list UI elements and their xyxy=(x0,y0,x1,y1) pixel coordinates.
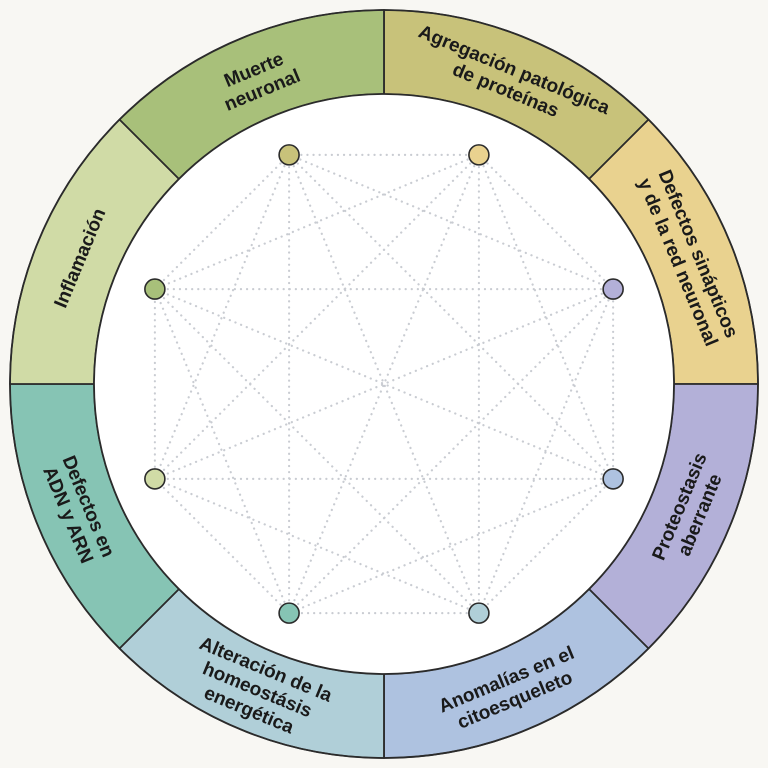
connection-line xyxy=(153,477,481,615)
connection-line xyxy=(287,477,615,615)
connection-line xyxy=(477,153,615,291)
node-citoesqueleto xyxy=(602,468,624,490)
connection-line xyxy=(287,153,615,291)
connection-line xyxy=(153,477,291,615)
connection-line xyxy=(477,287,615,615)
ring-segments xyxy=(9,9,759,759)
connection-line xyxy=(477,477,615,615)
node-agregacion xyxy=(278,144,300,166)
node-homeostasis xyxy=(468,602,490,624)
node-adn-arn xyxy=(278,602,300,624)
node-inflamacion xyxy=(144,468,166,490)
node-sinapticos xyxy=(468,144,490,166)
segment-divider xyxy=(118,118,180,180)
inner-circle xyxy=(93,93,675,675)
connection-line xyxy=(153,287,291,615)
connection-line xyxy=(153,153,291,291)
segment-divider xyxy=(588,588,650,650)
node-proteostasis xyxy=(602,278,624,300)
connection-line xyxy=(153,153,481,291)
connection-line xyxy=(153,153,291,481)
outer-ring xyxy=(9,9,759,759)
segment-divider xyxy=(588,118,650,180)
connection-line xyxy=(477,153,615,481)
hallmark-nodes xyxy=(144,144,624,624)
connection-network xyxy=(153,153,615,615)
node-muerte xyxy=(144,278,166,300)
segment-divider xyxy=(118,588,180,650)
